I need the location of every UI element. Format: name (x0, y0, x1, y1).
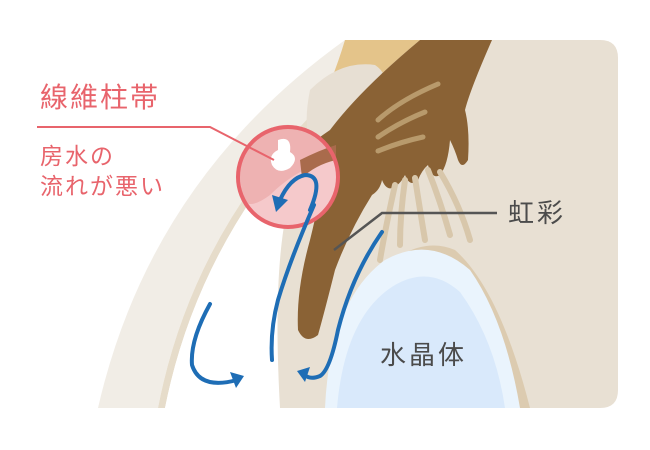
flow-arrow-descending (269, 203, 316, 362)
zonule-fibers (377, 167, 473, 263)
callout-line-zonule (37, 126, 275, 161)
arrow-heads (230, 195, 310, 388)
flow-arrow-blocked (278, 172, 319, 212)
flow-arrow-along-lens (303, 230, 384, 380)
arrowhead-recirculation (230, 372, 244, 388)
lens-inner (337, 276, 505, 408)
aqueous-flow-arrows (189, 172, 384, 385)
note-aqueous-line-2: 流れが悪い (40, 174, 165, 200)
label-iris: 虹彩 (508, 199, 567, 229)
arrowhead-blocked (272, 195, 288, 212)
callout-line-iris (333, 211, 497, 251)
anterior-chamber (165, 40, 420, 408)
note-aqueous-line-1: 房水の (40, 144, 115, 170)
label-trabecular-meshwork: 線維柱帯 (40, 81, 161, 114)
iris-streaks (375, 81, 441, 154)
scleral-spur (306, 64, 387, 150)
trabecular-meshwork-highlight (236, 124, 340, 229)
flow-arrow-recirculation (189, 302, 239, 385)
label-lens: 水晶体 (380, 341, 468, 371)
arrowhead-along-lens (297, 367, 310, 382)
cornea-band (98, 40, 395, 408)
iris (285, 40, 492, 339)
